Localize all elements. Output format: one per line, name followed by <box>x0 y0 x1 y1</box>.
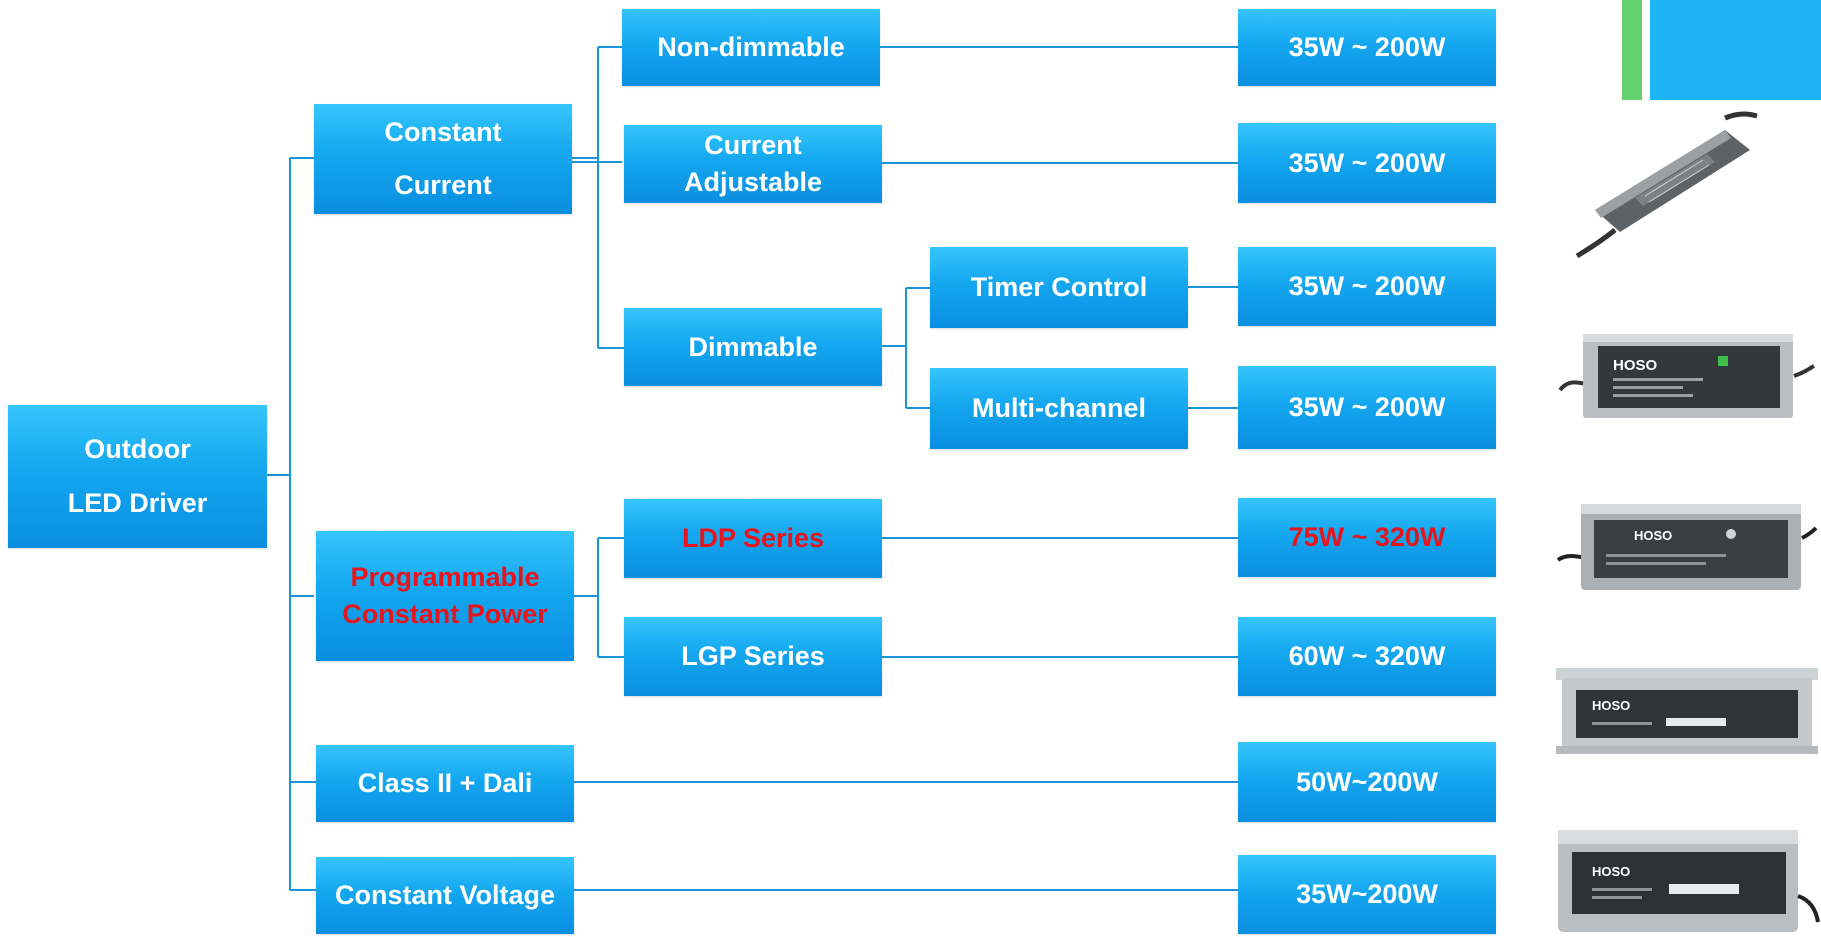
range-ldp-series: 75W ~ 320W <box>1238 498 1496 577</box>
brand-label-4: HOSO <box>1592 698 1630 713</box>
brand-label-3: HOSO <box>1634 528 1672 543</box>
driver-image-2: HOSO <box>1558 334 1815 418</box>
node-programmable-constant-power: Programmable Constant Power <box>316 531 574 661</box>
node-non-dimmable: Non-dimmable <box>622 9 880 86</box>
range-lgp-series-label: 60W ~ 320W <box>1288 641 1446 671</box>
range-ldp-series-label: 75W ~ 320W <box>1288 522 1446 552</box>
programmable-line1: Programmable <box>350 562 540 592</box>
class2-dali-label: Class II + Dali <box>357 768 533 798</box>
constant-voltage-label: Constant Voltage <box>334 880 555 910</box>
constant-current-line2: Current <box>394 170 492 200</box>
node-current-adjustable: Current Adjustable <box>624 125 882 203</box>
multi-channel-label: Multi-channel <box>972 393 1146 423</box>
root-label-line1: Outdoor <box>84 434 191 464</box>
range-current-adjustable-label: 35W ~ 200W <box>1288 147 1446 178</box>
node-timer-control: Timer Control <box>930 247 1188 328</box>
range-timer-control-label: 35W ~ 200W <box>1288 271 1446 301</box>
range-class2-dali-label: 50W~200W <box>1296 766 1438 797</box>
timer-control-label: Timer Control <box>970 272 1148 302</box>
brand-label-2: HOSO <box>1613 357 1658 374</box>
range-multi-channel: 35W ~ 200W <box>1238 366 1496 449</box>
non-dimmable-label: Non-dimmable <box>657 32 845 62</box>
accent-bar-blue <box>1650 0 1821 100</box>
range-non-dimmable: 35W ~ 200W <box>1238 9 1496 86</box>
node-dimmable: Dimmable <box>624 308 882 386</box>
driver-image-3: HOSO <box>1556 504 1818 590</box>
range-constant-voltage: 35W~200W <box>1238 855 1496 934</box>
node-constant-current: Constant Current <box>314 104 572 214</box>
lgp-series-label: LGP Series <box>681 641 825 671</box>
current-adjustable-line1: Current <box>704 130 802 160</box>
driver-image-slim <box>1575 111 1758 259</box>
driver-image-4: HOSO <box>1556 668 1818 754</box>
driver-image-5: HOSO <box>1558 830 1820 932</box>
node-lgp-series: LGP Series <box>624 617 882 696</box>
ldp-series-label: LDP Series <box>681 523 825 553</box>
node-constant-voltage: Constant Voltage <box>316 857 574 934</box>
root-label-line2: LED Driver <box>67 488 208 518</box>
range-non-dimmable-label: 35W ~ 200W <box>1288 32 1446 62</box>
node-ldp-series: LDP Series <box>624 499 882 578</box>
node-class2-dali: Class II + Dali <box>316 745 574 822</box>
range-multi-channel-label: 35W ~ 200W <box>1288 392 1446 422</box>
range-constant-voltage-label: 35W~200W <box>1296 879 1438 909</box>
range-current-adjustable: 35W ~ 200W <box>1238 123 1496 203</box>
constant-current-line1: Constant <box>384 117 502 147</box>
root-node-outdoor-led-driver: Outdoor LED Driver <box>8 405 267 548</box>
range-class2-dali: 50W~200W <box>1238 742 1496 822</box>
node-multi-channel: Multi-channel <box>930 368 1188 449</box>
brand-label-5: HOSO <box>1592 864 1630 879</box>
range-timer-control: 35W ~ 200W <box>1238 247 1496 326</box>
dimmable-label: Dimmable <box>688 331 818 362</box>
accent-bar-green <box>1622 0 1642 100</box>
current-adjustable-line2: Adjustable <box>683 167 823 197</box>
programmable-line2: Constant Power <box>342 599 548 629</box>
range-lgp-series: 60W ~ 320W <box>1238 617 1496 696</box>
